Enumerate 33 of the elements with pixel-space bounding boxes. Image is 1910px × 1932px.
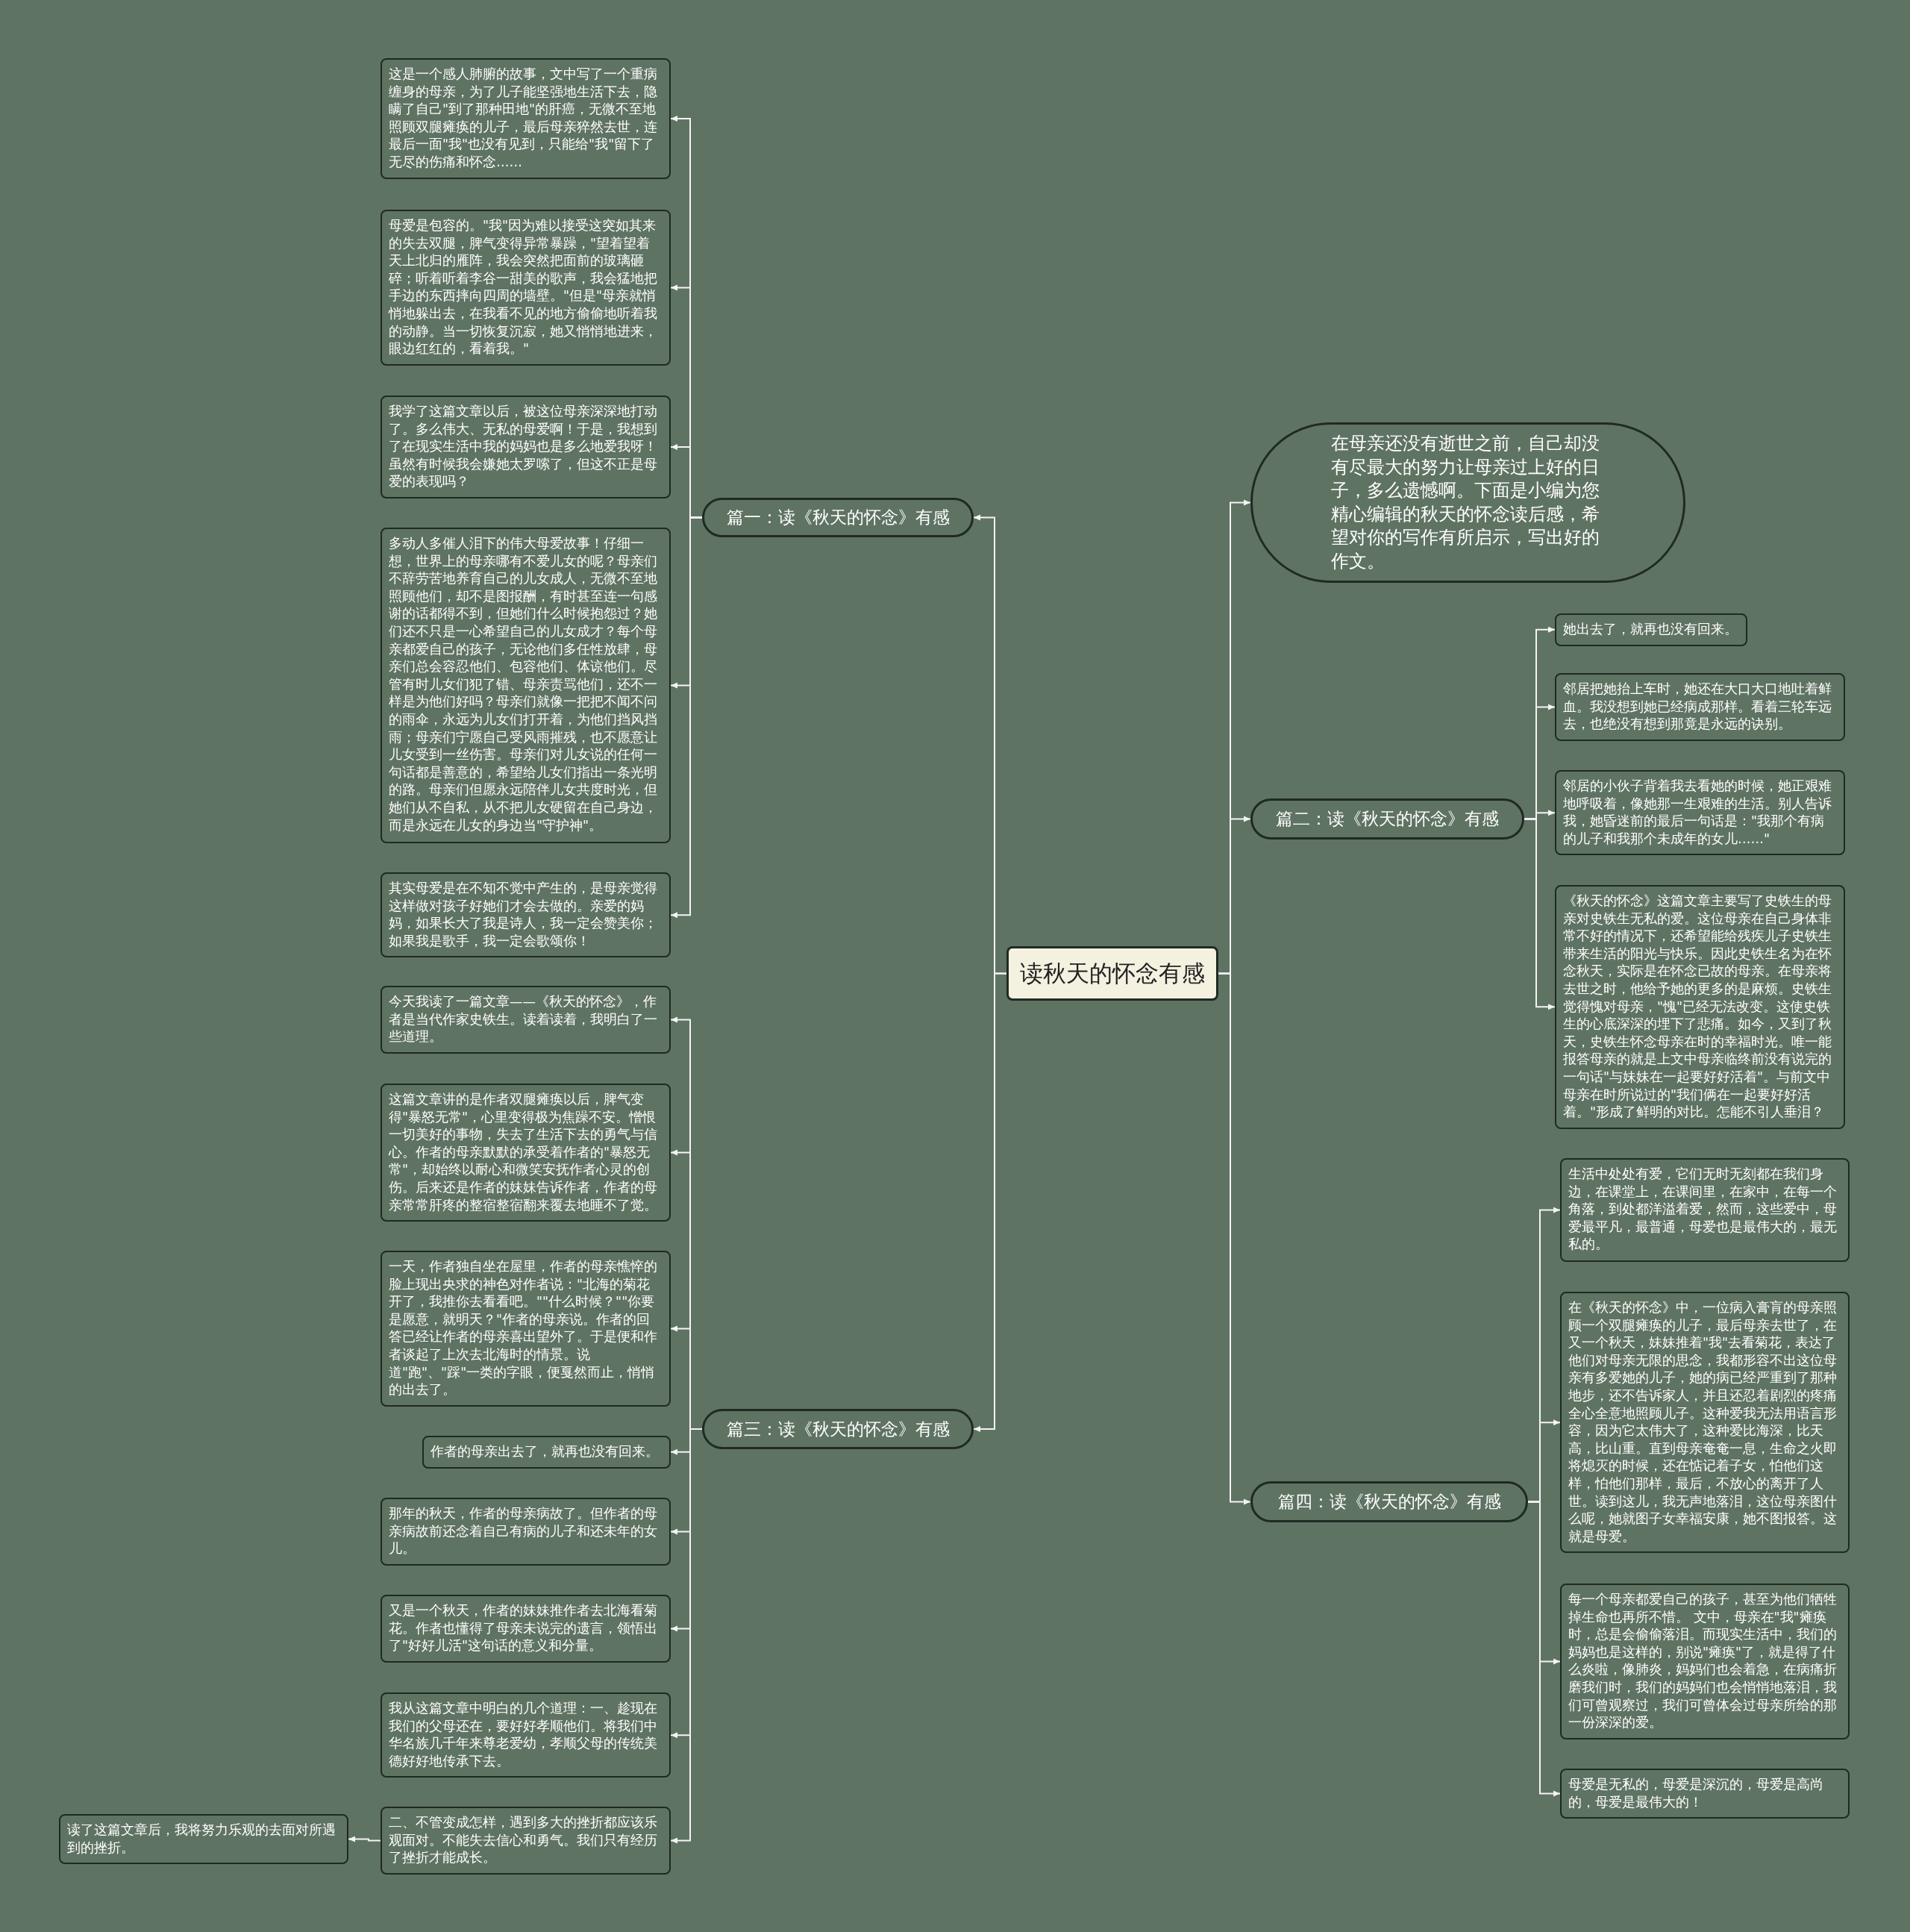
note-card: 多动人多催人泪下的伟大母爱故事！仔细一想，世界上的母亲哪有不爱儿女的呢？母亲们不辞劳苦地养育自己的儿女成人，无微不至地照顾他们，却不是图报酬，有时甚至连一句感谢的话都得不到，但她们什么时候抱怨过？她们还不只是一心希望自己的儿女成才？每个母亲都爱自己的孩子，无论他们多任性放肆，母亲们总会容忍他们、包容他们、体谅他们。尽管有时儿女们犯了错、母亲责骂他们，还不一样是为他们好吗？母亲们就像一把把不闻不问的雨伞，永远为儿女们打开着，为他们挡风挡雨；母亲们宁愿自己受风雨摧残，也不愿意让儿女受到一丝伤害。母亲们对儿女说的任何一句话都是善意的，希望给儿女们指出一条光明的路。母亲们但愿永远陪伴儿女共度时光，但她们从不自私，从不把儿女硬留在自己身边，而是永远在儿女的身边当"守护神"。 bbox=[381, 528, 671, 843]
note-card: 母爱是包容的。"我"因为难以接受这突如其来的失去双腿，脾气变得异常暴躁，"望着望着天上北归的雁阵，我会突然把面前的玻璃砸碎；听着听着李谷一甜美的歌声，我会猛地把手边的东西摔向四周的墙壁。"但是"母亲就悄悄地躲出去，在我看不见的地方偷偷地听着我的动静。当一切恢复沉寂，她又悄悄地进来，眼边红红的，看着我。" bbox=[381, 210, 671, 366]
note-card: 我学了这篇文章以后，被这位母亲深深地打动了。多么伟大、无私的母爱啊！于是，我想到了在现实生活中我的妈妈也是多么地爱我呀！虽然有时候我会嫌她太罗嗦了，但这不正是母爱的表现吗？ bbox=[381, 396, 671, 498]
note-card: 一天，作者独自坐在屋里，作者的母亲憔悴的脸上现出央求的神色对作者说："北海的菊花开了，我推你去看看吧。""什么时候？""你要是愿意，就明天？"作者的母亲说。作者的回答已经让作者的母亲喜出望外了。于是便和作者谈起了上次去北海时的情景。说道"跑"、"踩"一类的字眼，便戛然而止，悄悄的出去了。 bbox=[381, 1251, 671, 1407]
central-topic: 读秋天的怀念有感 bbox=[1006, 946, 1218, 1001]
note-card: 读了这篇文章后，我将努力乐观的去面对所遇到的挫折。 bbox=[59, 1814, 348, 1865]
note-card: 邻居的小伙子背着我去看她的时候，她正艰难地呼吸着，像她那一生艰难的生活。别人告诉我，她昏迷前的最后一句话是："我那个有病的儿子和我那个未成年的女儿……" bbox=[1555, 770, 1845, 856]
branch-topic: 篇四：读《秋天的怀念》有感 bbox=[1250, 1481, 1528, 1522]
branch-topic: 篇三：读《秋天的怀念》有感 bbox=[702, 1409, 974, 1449]
note-card: 邻居把她抬上车时，她还在大口大口地吐着鲜血。我没想到她已经病成那样。看着三轮车远去，也绝没有想到那竟是永远的诀别。 bbox=[1555, 673, 1845, 741]
note-card: 又是一个秋天，作者的妹妹推作者去北海看菊花。作者也懂得了母亲未说完的遗言，领悟出了"好好儿活"这句话的意义和分量。 bbox=[381, 1595, 671, 1663]
note-card: 二、不管变成怎样，遇到多大的挫折都应该乐观面对。不能失去信心和勇气。我们只有经历了挫折才能成长。 bbox=[381, 1807, 671, 1875]
note-card: 《秋天的怀念》这篇文章主要写了史铁生的母亲对史铁生无私的爱。这位母亲在自己身体非常不好的情况下，还希望能给残疾儿子史铁生带来生活的阳光与快乐。因此史铁生名为在怀念秋天，实际是在怀念已故的母亲。在母亲将去世之时，他给予她的更多的是麻烦。史铁生觉得愧对母亲，"愧"已经无法改变。这使史铁生的心底深深的埋下了悲痛。如今，又到了秋天，史铁生怀念母亲在时的幸福时光。唯一能报答母亲的就是上文中母亲临终前没有说完的一句话"与妹妹在一起要好好活着"。与前文中母亲在时所说过的"我们俩在一起要好好活着。"形成了鲜明的对比。怎能不引人垂泪？ bbox=[1555, 885, 1845, 1129]
note-card: 其实母爱是在不知不觉中产生的，是母亲觉得这样做对孩子好她们才会去做的。亲爱的妈妈，如果长大了我是诗人，我一定会赞美你；如果我是歌手，我一定会歌颂你！ bbox=[381, 872, 671, 958]
branch-topic: 篇一：读《秋天的怀念》有感 bbox=[702, 498, 974, 537]
note-card: 那年的秋天，作者的母亲病故了。但作者的母亲病故前还念着自己有病的儿子和还未年的女儿。 bbox=[381, 1498, 671, 1566]
note-card: 母爱是无私的，母爱是深沉的，母爱是高尚的，母爱是最伟大的！ bbox=[1560, 1769, 1850, 1819]
connector-arrow bbox=[348, 1836, 381, 1842]
intro-bubble: 在母亲还没有逝世之前，自己却没有尽最大的努力让母亲过上好的日子，多么遗憾啊。下面是小编为您精心编辑的秋天的怀念读后感，希望对你的写作有所启示，写出好的作文。 bbox=[1250, 422, 1685, 583]
branch-topic: 篇二：读《秋天的怀念》有感 bbox=[1250, 798, 1524, 840]
note-card: 作者的母亲出去了，就再也没有回来。 bbox=[422, 1436, 671, 1469]
note-card: 生活中处处有爱，它们无时无刻都在我们身边，在课堂上，在课间里，在家中，在每一个角落，到处都洋溢着爱，然而，这些爱中，母爱最平凡，最普通，母爱也是最伟大的，最无私的。 bbox=[1560, 1158, 1850, 1262]
connector-arrow bbox=[1527, 1501, 1561, 1797]
note-card: 每一个母亲都爱自己的孩子，甚至为他们牺牲掉生命也再所不惜。 文中，母亲在"我"瘫痪时，总是会偷偷落泪。而现实生活中，我们的妈妈也是这样的，别说"瘫痪"了，就是得了什么炎啦，像肺炎，妈妈们也会着急，在病痛折磨我们时，我们的妈妈们也会悄悄地落泪，我们可曾观察过，我们可曾体会过母亲所给的那一份深深的爱。 bbox=[1560, 1584, 1850, 1739]
note-card: 在《秋天的怀念》中，一位病入膏肓的母亲照顾一个双腿瘫痪的儿子，最后母亲去世了，在又一个秋天，妹妹推着"我"去看菊花，表达了他们对母亲无限的思念，我都形容不出这位母亲有多爱她的儿子，她的病已经严重到了那种地步，还不告诉家人，并且还忍着剧烈的疼痛全心全意地照顾儿子。这种爱我无法用语言形容，因为它太伟大了，这种爱比海深，比天高，比山重。直到母亲奄奄一息，生命之火即将熄灭的时候，还在惦记着子女，怕他们这样，怕他们那样，最后，不放心的离开了人世。读到这儿，我无声地落泪，这位母亲图什么呢，她就图子女幸福安康，她不图报答。这就是母爱。 bbox=[1560, 1292, 1850, 1554]
note-card: 她出去了，就再也没有回来。 bbox=[1555, 613, 1747, 646]
note-card: 这是一个感人肺腑的故事，文中写了一个重病缠身的母亲，为了儿子能坚强地生活下去，隐瞒了自己"到了那种田地"的肝癌，无微不至地照顾双腿瘫痪的儿子，最后母亲猝然去世，连最后一面"我"也没有见到，只能给"我"留下了无尽的伤痛和怀念…… bbox=[381, 58, 671, 179]
connector-arrow bbox=[1218, 972, 1251, 1505]
note-card: 这篇文章讲的是作者双腿瘫痪以后，脾气变得"暴怒无常"，心里变得极为焦躁不安。憎恨一切美好的事物，失去了生活下去的勇气与信心。作者的母亲默默的承受着作者的"暴怒无常"，却始终以耐心和微笑安抚作者心灵的创伤。后来还是作者的妹妹告诉作者，作者的母亲常常肝疼的整宿整宿翻来覆去地睡不了觉。 bbox=[381, 1084, 671, 1222]
connector-arrow bbox=[973, 972, 1007, 1432]
note-card: 今天我读了一篇文章——《秋天的怀念》，作者是当代作家史铁生。读着读着，我明白了一些道理。 bbox=[381, 986, 671, 1054]
note-card: 我从这篇文章中明白的几个道理：一、趁现在我们的父母还在，要好好孝顺他们。将我们中华名族几千年来尊老爱幼，孝顺父母的传统美德好好地传承下去。 bbox=[381, 1692, 671, 1778]
connector-arrow bbox=[1524, 818, 1556, 1010]
